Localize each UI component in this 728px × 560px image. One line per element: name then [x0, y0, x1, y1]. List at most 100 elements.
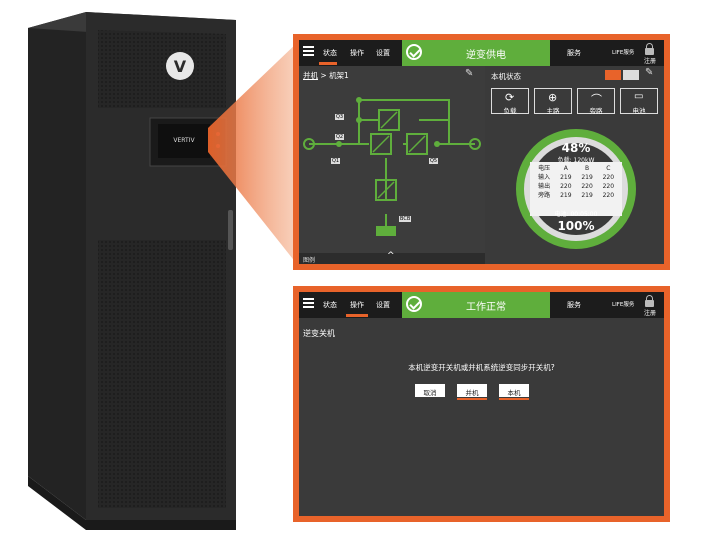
menu-icon[interactable] — [303, 46, 314, 56]
mains-button[interactable]: ⊕ 主路 — [534, 88, 572, 115]
vt-r1c2: 220 — [581, 183, 593, 190]
bypass-static-switch-icon — [378, 109, 400, 131]
tab-operate[interactable]: 操作 — [350, 49, 364, 57]
banner-title: 逆变供电 — [466, 50, 506, 61]
vt-r2c2: 219 — [581, 192, 593, 199]
output-node-icon — [469, 138, 481, 150]
status-banner: 工作正常 — [402, 292, 550, 318]
tab-settings[interactable]: 设置 — [376, 49, 390, 57]
vt-r0c0: 输入 — [538, 174, 551, 181]
tab-active-underline — [346, 314, 368, 317]
switch-q3-label: Q3 — [335, 114, 345, 120]
service-link[interactable]: 服务 — [567, 301, 581, 309]
tab-active-underline — [319, 62, 337, 65]
tab-operate[interactable]: 操作 — [350, 301, 364, 309]
cancel-button[interactable]: 取消 — [415, 384, 445, 397]
lock-icon[interactable] — [645, 295, 654, 307]
legend-bar[interactable]: 图例 ^ — [299, 251, 485, 264]
image-view-icon[interactable] — [605, 70, 621, 80]
screen-panel-inverter: 状态 操作 设置 逆变供电 服务 LIFE服务 注册 并机 > 机架1 ✎ — [293, 34, 670, 270]
load-button[interactable]: ⟳ 负载 — [491, 88, 529, 115]
vertiv-v-logo-icon: V — [174, 57, 187, 76]
switch-q5-label: Q5 — [429, 158, 439, 164]
edit-icon[interactable]: ✎ — [645, 67, 654, 78]
switch-q1-label: Q1 — [331, 158, 341, 164]
login-label[interactable]: 注册 — [643, 310, 656, 317]
battery-icon: ▭ — [634, 91, 644, 102]
button-underline — [499, 398, 529, 400]
load-icon: ⟳ — [505, 91, 515, 104]
vt-r1c1: 220 — [560, 183, 572, 190]
menu-icon[interactable] — [303, 298, 314, 308]
life-service-link[interactable]: LIFE服务 — [612, 302, 635, 308]
local-button-label: 本机 — [507, 389, 521, 397]
chevron-up-icon[interactable]: ^ — [387, 251, 395, 261]
section-title: 逆变关机 — [303, 329, 335, 338]
status-banner: 逆变供电 — [402, 40, 550, 66]
load-percent: 48% — [561, 141, 591, 155]
bypass-button[interactable]: ⌒ 旁路 — [577, 88, 615, 115]
ups-cabinet: V VERTIV — [28, 12, 236, 530]
screen-panel-shutdown: 状态 操作 设置 工作正常 服务 LIFE服务 注册 逆变关机 本机逆变开关机或… — [293, 286, 670, 522]
battery-button-label: 电池 — [632, 107, 646, 115]
topology-pane: 并机 > 机架1 ✎ — [299, 66, 485, 264]
edit-icon[interactable]: ✎ — [465, 68, 474, 79]
load-kw: 负载: 120kW — [557, 157, 595, 164]
vt-r2c0: 旁路 — [538, 192, 551, 199]
battery-button[interactable]: ▭ 电池 — [620, 88, 658, 115]
breadcrumb-current: 机架1 — [329, 71, 349, 80]
load-gauge — [516, 129, 636, 249]
top-bar: 状态 操作 设置 工作正常 服务 LIFE服务 注册 — [299, 292, 664, 318]
confirm-question: 本机逆变开关机或并机系统逆变同步开关机? — [408, 363, 555, 372]
vt-h1: A — [563, 165, 568, 172]
battery-icon — [376, 226, 396, 236]
switch-q2-label: Q2 — [335, 134, 345, 140]
vt-h0: 电压 — [538, 165, 551, 172]
breadcrumb: 并机 > 机架1 — [303, 70, 349, 81]
load-arc — [516, 129, 636, 249]
vt-r0c1: 219 — [560, 174, 572, 181]
bypass-button-label: 旁路 — [589, 107, 603, 115]
screen-1: 状态 操作 设置 逆变供电 服务 LIFE服务 注册 并机 > 机架1 ✎ — [299, 40, 664, 264]
battery-percent: 100% — [557, 219, 595, 233]
banner-title: 工作正常 — [466, 302, 506, 313]
battery-time: 电池: 00:05:00 — [554, 211, 598, 218]
login-label[interactable]: 注册 — [643, 58, 656, 65]
vt-h3: C — [606, 165, 611, 172]
switch-bcb-label: BCB — [399, 216, 412, 222]
load-button-label: 负载 — [503, 107, 517, 115]
charger-icon — [375, 179, 397, 201]
screen-2: 状态 操作 设置 工作正常 服务 LIFE服务 注册 逆变关机 本机逆变开关机或… — [299, 292, 664, 516]
vt-r1c0: 输出 — [538, 183, 551, 190]
vt-r0c2: 219 — [581, 174, 593, 181]
tab-status[interactable]: 状态 — [323, 301, 337, 309]
inverter-icon — [406, 133, 428, 155]
parallel-button[interactable]: 并机 — [457, 384, 487, 400]
cancel-button-label: 取消 — [423, 389, 437, 397]
check-circle-icon — [406, 44, 422, 60]
zoom-cone — [208, 40, 300, 268]
life-service-link[interactable]: LIFE服务 — [612, 50, 635, 56]
vt-r2c3: 220 — [602, 192, 615, 199]
parallel-button-label: 并机 — [465, 389, 479, 397]
bypass-icon: ⌒ — [591, 93, 602, 106]
breadcrumb-link[interactable]: 并机 — [303, 71, 318, 80]
vt-r1c3: 220 — [602, 183, 615, 190]
service-link[interactable]: 服务 — [567, 49, 581, 57]
status-pane: 本机状态 ✎ ⟳ 负载 ⊕ 主路 ⌒ 旁路 ▭ 电池 — [487, 66, 664, 264]
tab-status[interactable]: 状态 — [323, 49, 337, 57]
lock-icon[interactable] — [645, 43, 654, 55]
local-button[interactable]: 本机 — [499, 384, 529, 400]
topology-diagram — [303, 97, 481, 236]
list-view-icon[interactable] — [623, 70, 639, 80]
breadcrumb-separator: > — [318, 71, 330, 80]
svg-text:VERTIV: VERTIV — [173, 137, 195, 144]
check-circle-icon — [406, 296, 422, 312]
mains-icon: ⊕ — [548, 91, 558, 104]
vt-r2c1: 219 — [560, 192, 572, 199]
tab-settings[interactable]: 设置 — [376, 301, 390, 309]
button-underline — [457, 398, 487, 400]
mains-button-label: 主路 — [546, 107, 560, 115]
legend-label: 图例 — [303, 257, 316, 264]
